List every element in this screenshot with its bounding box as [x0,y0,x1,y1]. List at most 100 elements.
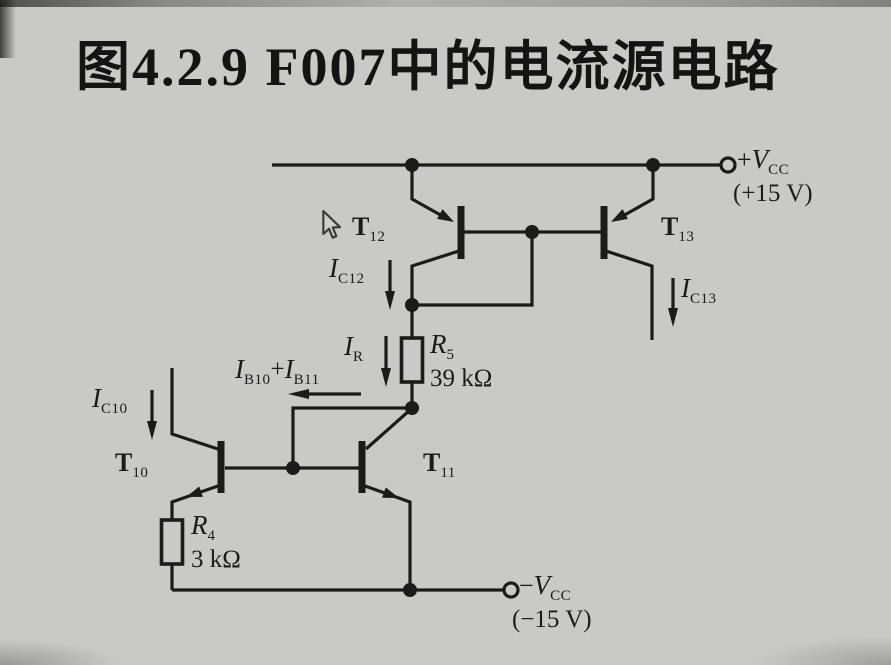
ib11-symbol-text: I [284,354,294,384]
page-title: 图4.2.9 F007中的电流源电路 [76,37,780,97]
bottom-right-vignette [751,635,891,665]
vcc-positive-label: +VCC (+15 V) [733,145,813,208]
r4-label: R4 3 kΩ [191,511,241,574]
ic13-arrow [668,278,678,327]
t12-emitter-wire [410,165,445,219]
top-edge-vignette [0,0,891,7]
r5-name: R5 [430,330,455,363]
ic12-arrowhead [385,291,395,310]
current-arrows [147,260,678,440]
r5-value-text: 39 kΩ [430,365,493,392]
minus-sign-text: − [519,571,534,600]
vcc-negative-terminal [502,581,520,599]
vcc-positive-value-text: (+15 V) [733,180,813,207]
junction-dot [405,401,419,415]
t10-label: T10 [115,449,149,482]
ic10-subscript: C10 [101,401,128,417]
mouse-pointer-icon [322,209,342,239]
resistor-r4-symbol [159,518,185,590]
r5-label: R5 39 kΩ [430,330,492,393]
t13-subscript: 13 [678,229,695,245]
ir-subscript: R [353,349,364,365]
t12-emitter-arrowhead [437,209,454,222]
positive-rail [272,156,737,174]
ic10-symbol-text: I [92,383,101,413]
r4-value-text: 3 kΩ [191,546,241,573]
t11-collector-wire [364,408,412,451]
junction-dot [646,158,660,172]
t12-collector-wire [410,249,460,305]
t13-symbol-text: T [661,212,679,241]
t11-emitter-arrowhead [382,487,399,498]
junction-dot [405,158,419,172]
t10-collector-wire [170,368,219,451]
r4-name: R4 [191,511,216,544]
vcc-negative-symbol-text: V [533,570,551,600]
ic10-label: IC10 [92,384,128,417]
t12-label: T12 [352,212,386,246]
r5-body [399,336,425,384]
ic12-arrow [385,260,395,310]
vcc-positive-symbol: +VCC [737,145,789,178]
ic10-arrow [147,390,157,440]
vcc-positive-symbol-text: V [751,144,769,174]
r4-body [159,518,185,566]
ib10-subscript: B10 [244,372,271,388]
t13-label: T13 [661,212,695,246]
t10-emitter-wire [170,484,219,520]
bottom-left-vignette [0,639,120,665]
junction-dot [286,461,300,475]
r4-symbol-text: R [191,510,208,540]
ir-symbol-text: I [344,331,353,361]
vcc-negative-value-text: (−15 V) [512,606,592,633]
ib-sum-arrowhead [288,389,309,399]
transistor-t12-symbol [410,165,532,305]
plus-sign-text: + [737,145,752,174]
ic13-subscript: C13 [690,291,717,307]
junction-dot [525,225,539,239]
r5-subscript: 5 [446,347,455,363]
vcc-positive-terminal [719,156,737,174]
plus-operator-text: + [270,356,285,383]
ib-sum-arrow [288,389,361,399]
t13-emitter-arrowhead [611,209,628,222]
vcc-negative-subscript: CC [550,588,572,604]
junction-dot [403,583,417,597]
t11-symbol-text: T [423,448,441,477]
ic12-symbol-text: I [329,253,338,283]
t10-subscript: 10 [132,465,149,481]
t11-label: T11 [423,448,456,482]
t11-subscript: 11 [440,465,456,481]
top-left-vignette [0,0,16,58]
r4-subscript: 4 [207,528,216,544]
ir-label: IR [344,332,364,365]
ic13-label: IC13 [681,274,717,307]
t13-emitter-wire [620,165,655,219]
base-feed-wire [291,406,412,468]
ic10-arrowhead [147,421,157,440]
t12-subscript: 12 [369,229,386,245]
t12-diode-tie-wire [412,232,534,307]
transistor-t13-symbol [532,165,655,340]
r5-symbol-text: R [430,329,447,359]
ib-sum-label: IB10+IB11 [235,355,320,388]
ir-arrowhead [381,368,391,387]
t12-symbol-text: T [352,212,370,241]
negative-rail [172,581,520,599]
junction-dots [286,158,660,597]
ic12-label: IC12 [329,254,365,287]
resistor-r5-symbol [399,305,425,408]
ib10-symbol-text: I [235,354,244,384]
t13-collector-wire [605,249,654,340]
vcc-positive-subscript: CC [768,162,790,178]
junction-dot [405,298,419,312]
ic13-arrowhead [668,308,678,327]
ic13-symbol-text: I [681,273,690,303]
t10-emitter-arrowhead [186,486,203,497]
ir-arrow [381,336,391,387]
vcc-negative-label: −VCC (−15 V) [512,570,592,634]
ic12-subscript: C12 [338,271,365,287]
ib11-subscript: B11 [293,372,320,388]
